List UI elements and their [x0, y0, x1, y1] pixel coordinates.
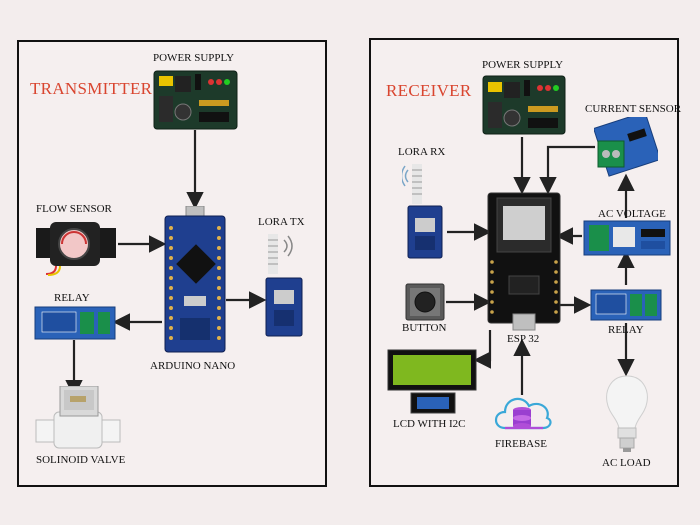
label-button: BUTTON [402, 322, 447, 334]
label-current-sensor: CURRENT SENSOR [585, 103, 682, 115]
ac-load-bulb [606, 375, 648, 452]
label-solenoid-valve: SOLINOID VALVE [36, 454, 126, 466]
ac-voltage-sensor [583, 220, 671, 256]
label-ac-load: AC LOAD [602, 457, 651, 469]
push-button [405, 283, 445, 321]
flow-sensor [36, 222, 116, 276]
label-lora-rx: LORA RX [398, 146, 446, 158]
label-esp32: ESP 32 [507, 333, 540, 345]
label-arduino-nano: ARDUINO NANO [150, 360, 236, 372]
arduino-nano-board [164, 206, 226, 353]
lora-tx-module [265, 234, 303, 337]
label-power-supply-rx: POWER SUPPLY [482, 59, 564, 71]
relay-module-tx [34, 306, 116, 340]
arrow-current-to-esp [539, 145, 595, 195]
label-power-supply-tx: POWER SUPPLY [153, 52, 235, 64]
lcd-with-i2c [387, 349, 477, 414]
esp32-board [487, 192, 561, 331]
label-firebase: FIREBASE [495, 438, 547, 450]
relay-module-rx [590, 289, 662, 321]
current-sensor-module [594, 117, 658, 177]
label-flow-sensor: FLOW SENSOR [36, 203, 112, 215]
firebase-cloud-icon [494, 397, 552, 430]
label-ac-voltage: AC VOLTAGE [598, 208, 666, 220]
label-relay-tx: RELAY [54, 292, 90, 304]
label-lora-tx: LORA TX [258, 216, 305, 228]
power-supply-board-tx [153, 70, 238, 130]
solenoid-valve [35, 386, 121, 449]
lora-rx-module [402, 164, 443, 259]
power-supply-board-rx [482, 75, 566, 135]
label-lcd: LCD WITH I2C [393, 418, 466, 430]
transmitter-title: TRANSMITTER [30, 79, 153, 98]
arrow-esp-to-lcd [473, 330, 492, 369]
receiver-title: RECEIVER [386, 81, 472, 100]
label-relay-rx: RELAY [608, 324, 644, 336]
